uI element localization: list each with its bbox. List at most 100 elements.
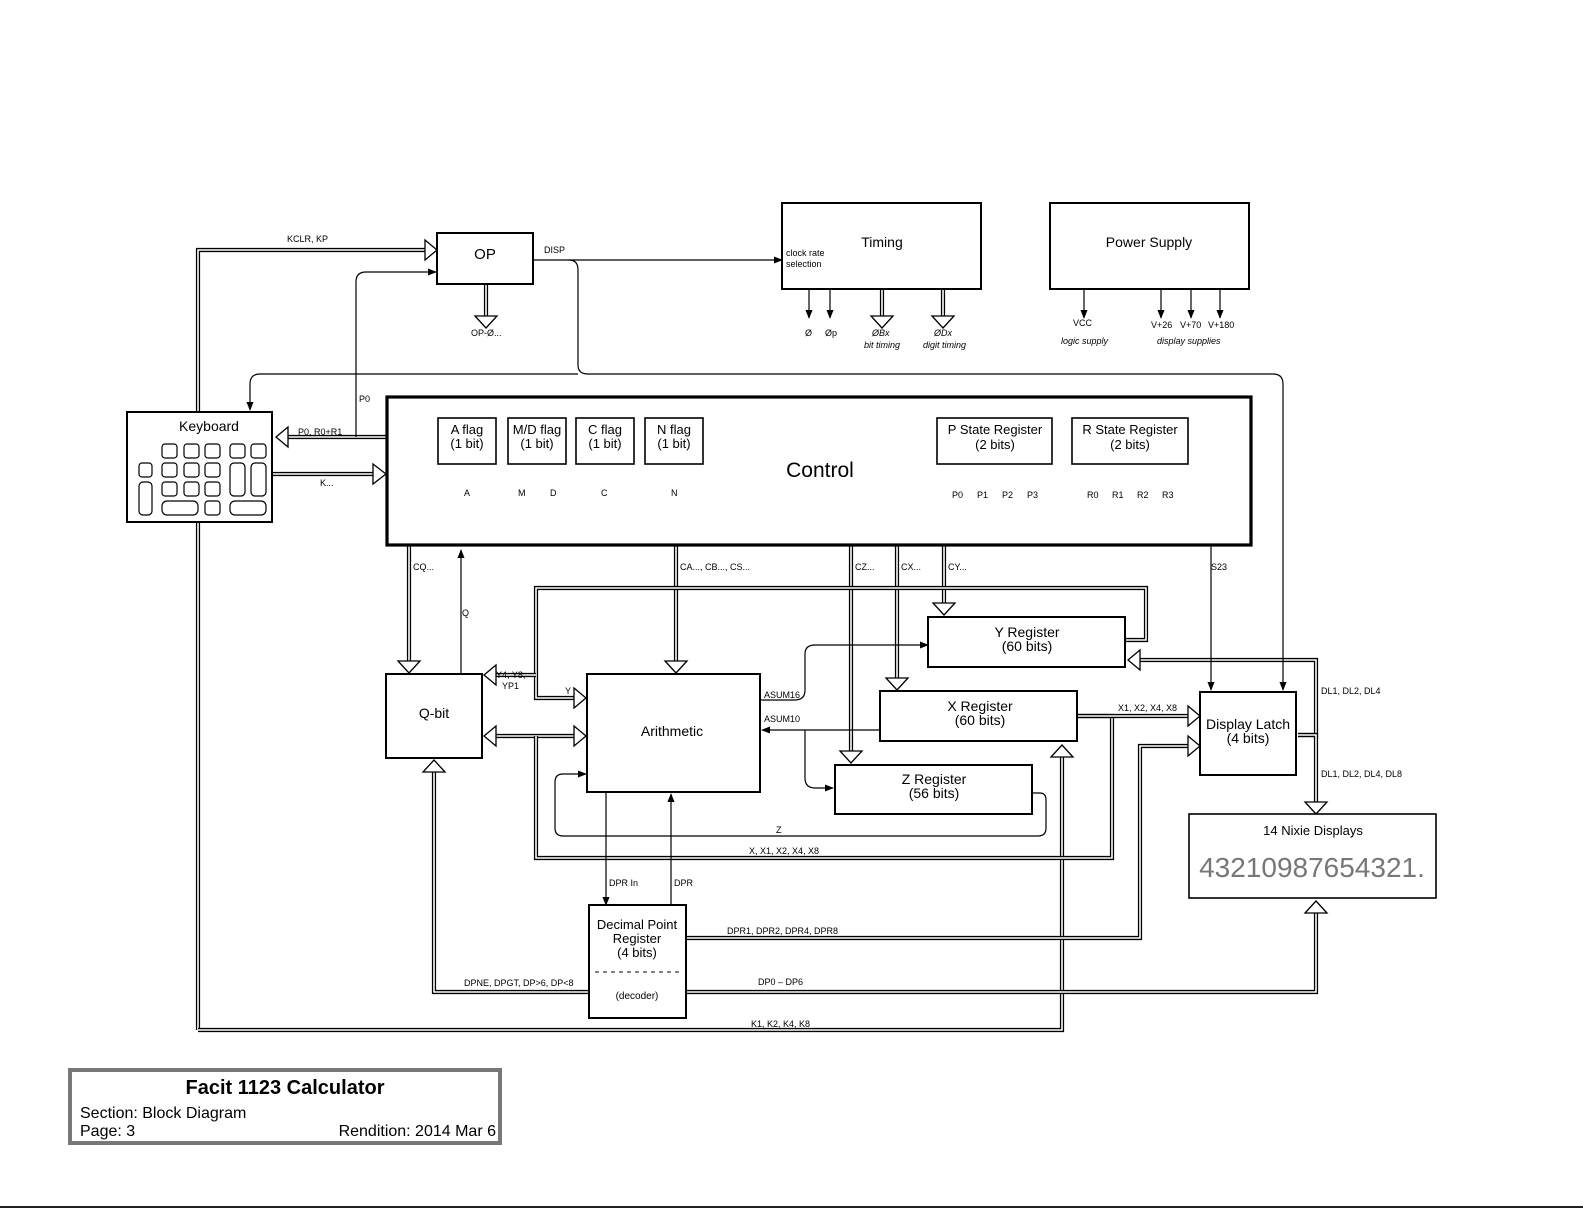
svg-text:R2: R2 xyxy=(1137,490,1149,500)
svg-text:logic supply: logic supply xyxy=(1061,336,1109,346)
svg-text:A flag: A flag xyxy=(451,422,484,437)
svg-text:14 Nixie Displays: 14 Nixie Displays xyxy=(1263,823,1363,838)
svg-text:CQ...: CQ... xyxy=(413,562,434,572)
svg-text:VCC: VCC xyxy=(1073,318,1093,328)
svg-text:CX...: CX... xyxy=(901,562,921,572)
svg-text:(2 bits): (2 bits) xyxy=(975,437,1015,452)
n-flag-box: N flag (1 bit) xyxy=(644,417,704,465)
svg-text:(60 bits): (60 bits) xyxy=(955,712,1006,728)
signal-lines xyxy=(246,256,1287,906)
title-block-page: Page: 3 xyxy=(80,1123,135,1140)
nixie-digits: 43210987654321. xyxy=(1199,852,1425,883)
svg-text:M: M xyxy=(518,488,526,498)
svg-text:DP0 – DP6: DP0 – DP6 xyxy=(758,977,803,987)
y-register-block: Y Register (60 bits) xyxy=(927,616,1126,668)
signal-labels: KCLR, KP DISP OP-Ø... P0 P0, R0+R1 K... … xyxy=(287,234,1402,1029)
x-register-block: X Register (60 bits) xyxy=(879,690,1078,742)
svg-text:R1: R1 xyxy=(1112,490,1124,500)
svg-text:(decoder): (decoder) xyxy=(616,991,659,1002)
svg-text:KCLR, KP: KCLR, KP xyxy=(287,234,328,244)
svg-text:Y: Y xyxy=(565,686,571,696)
svg-text:R0: R0 xyxy=(1087,490,1099,500)
clock-rate-label: clock rate xyxy=(786,248,825,258)
svg-text:Y Register: Y Register xyxy=(994,624,1059,640)
title-block: Facit 1123 Calculator Section: Block Dia… xyxy=(68,1068,502,1145)
title-block-rendition: Rendition: 2014 Mar 6 xyxy=(339,1123,497,1140)
op-block: OP xyxy=(436,232,534,285)
r-state-register-box: R State Register (2 bits) xyxy=(1071,417,1189,465)
svg-text:Arithmetic: Arithmetic xyxy=(641,723,703,739)
q-bit-block: Q-bit xyxy=(385,673,483,759)
title-block-title: Facit 1123 Calculator xyxy=(186,1077,385,1099)
svg-text:ØBx: ØBx xyxy=(871,328,890,338)
svg-text:R State Register: R State Register xyxy=(1082,422,1178,437)
svg-text:P0: P0 xyxy=(359,394,370,404)
svg-text:CZ...: CZ... xyxy=(855,562,875,572)
svg-text:Display Latch: Display Latch xyxy=(1206,716,1290,732)
svg-text:Ø: Ø xyxy=(805,328,812,338)
keypad-keys-icon xyxy=(138,443,267,516)
power-supply-label: Power Supply xyxy=(1106,234,1192,250)
svg-text:DPR In: DPR In xyxy=(609,878,638,888)
svg-text:X, X1, X2, X4, X8: X, X1, X2, X4, X8 xyxy=(749,846,819,856)
md-flag-box: M/D flag (1 bit) xyxy=(507,417,567,465)
svg-text:ASUM10: ASUM10 xyxy=(764,714,800,724)
svg-text:R3: R3 xyxy=(1162,490,1174,500)
svg-text:V+180: V+180 xyxy=(1208,320,1234,330)
decimal-point-register-block: Decimal Point Register (4 bits) (decoder… xyxy=(588,904,687,1019)
svg-text:P0, R0+R1: P0, R0+R1 xyxy=(298,427,342,437)
svg-text:C flag: C flag xyxy=(588,422,622,437)
svg-text:DISP: DISP xyxy=(544,245,565,255)
power-supply-block: Power Supply xyxy=(1049,202,1250,290)
svg-text:(56 bits): (56 bits) xyxy=(909,785,960,801)
svg-text:A: A xyxy=(464,488,470,498)
svg-text:(1 bit): (1 bit) xyxy=(520,436,553,451)
svg-text:P State Register: P State Register xyxy=(948,422,1043,437)
control-block: Control A flag (1 bit) M/D flag (1 bit) … xyxy=(385,395,1253,547)
svg-text:Decimal Point: Decimal Point xyxy=(597,917,678,932)
svg-text:Z Register: Z Register xyxy=(902,771,967,787)
svg-text:X1, X2, X4, X8: X1, X2, X4, X8 xyxy=(1118,703,1177,713)
svg-text:YP1: YP1 xyxy=(502,681,519,691)
svg-text:DL1, DL2, DL4, DL8: DL1, DL2, DL4, DL8 xyxy=(1321,769,1402,779)
op-label: OP xyxy=(474,246,496,263)
z-register-block: Z Register (56 bits) xyxy=(834,764,1033,815)
arithmetic-block: Arithmetic xyxy=(586,673,761,793)
selection-label: selection xyxy=(786,259,822,269)
timing-label: Timing xyxy=(861,234,903,250)
svg-text:C: C xyxy=(601,488,608,498)
svg-text:CA..., CB..., CS...: CA..., CB..., CS... xyxy=(680,562,750,572)
svg-text:Q-bit: Q-bit xyxy=(419,705,449,721)
svg-text:(1 bit): (1 bit) xyxy=(657,436,690,451)
svg-text:DL1, DL2, DL4: DL1, DL2, DL4 xyxy=(1321,686,1381,696)
svg-text:N flag: N flag xyxy=(657,422,691,437)
svg-text:display supplies: display supplies xyxy=(1157,336,1221,346)
p-state-register-box: P State Register (2 bits) xyxy=(936,417,1053,465)
svg-text:Z: Z xyxy=(776,825,782,835)
svg-text:P2: P2 xyxy=(1002,490,1013,500)
buses xyxy=(195,247,1319,1033)
page-bottom-rule xyxy=(0,1206,1583,1208)
keyboard-block: Keyboard xyxy=(126,411,273,523)
svg-text:(1 bit): (1 bit) xyxy=(450,436,483,451)
svg-text:P0: P0 xyxy=(952,490,963,500)
svg-text:K...: K... xyxy=(320,478,334,488)
svg-text:N: N xyxy=(671,488,678,498)
svg-text:V+70: V+70 xyxy=(1180,320,1201,330)
svg-text:Register: Register xyxy=(613,931,662,946)
svg-text:(60 bits): (60 bits) xyxy=(1002,638,1053,654)
svg-text:ØDx: ØDx xyxy=(933,328,953,338)
svg-text:DPNE, DPGT, DP>6, DP<8: DPNE, DPGT, DP>6, DP<8 xyxy=(464,978,574,988)
svg-text:V+26: V+26 xyxy=(1151,320,1172,330)
display-latch-block: Display Latch (4 bits) xyxy=(1199,691,1297,776)
svg-text:(2 bits): (2 bits) xyxy=(1110,437,1150,452)
keyboard-label: Keyboard xyxy=(179,418,239,434)
svg-text:OP-Ø...: OP-Ø... xyxy=(471,328,502,338)
svg-text:(4 bits): (4 bits) xyxy=(617,945,657,960)
title-block-section: Section: Block Diagram xyxy=(80,1105,246,1122)
a-flag-box: A flag (1 bit) xyxy=(437,417,497,465)
svg-text:K1, K2, K4, K8: K1, K2, K4, K8 xyxy=(751,1019,810,1029)
svg-text:DPR1, DPR2, DPR4, DPR8: DPR1, DPR2, DPR4, DPR8 xyxy=(727,926,838,936)
svg-text:D: D xyxy=(550,488,557,498)
